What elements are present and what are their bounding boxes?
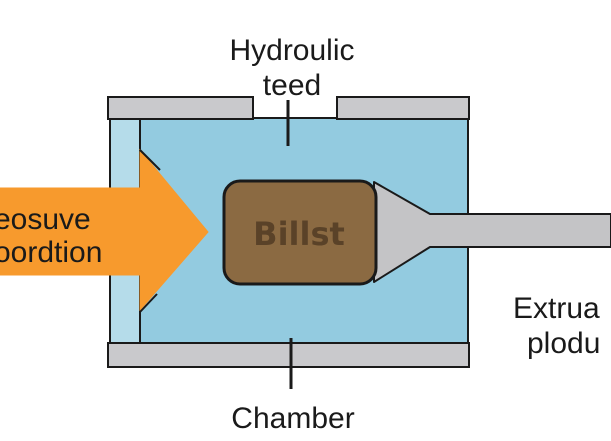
left-label-line2: oordtion xyxy=(0,236,102,269)
left-label-line1: eosuve xyxy=(0,203,91,236)
extrusion-die xyxy=(373,181,611,283)
bottom-wall xyxy=(107,342,470,368)
top-label-line1: Hydroulic xyxy=(229,34,354,67)
top-wall-right xyxy=(336,96,470,120)
billet xyxy=(222,179,378,286)
right-label-line2: plodu xyxy=(527,327,600,360)
billet-label: Billst xyxy=(253,215,345,253)
top-label-line2: teed xyxy=(263,69,321,102)
right-label-line1: Extrua xyxy=(513,292,600,325)
ram-arrow-edge-bottom xyxy=(139,293,158,313)
bottom-label: Chamber xyxy=(231,402,354,435)
top-wall-left xyxy=(107,96,254,120)
ram-arrow xyxy=(0,148,209,312)
ram-arrow-edge-top xyxy=(139,149,161,171)
